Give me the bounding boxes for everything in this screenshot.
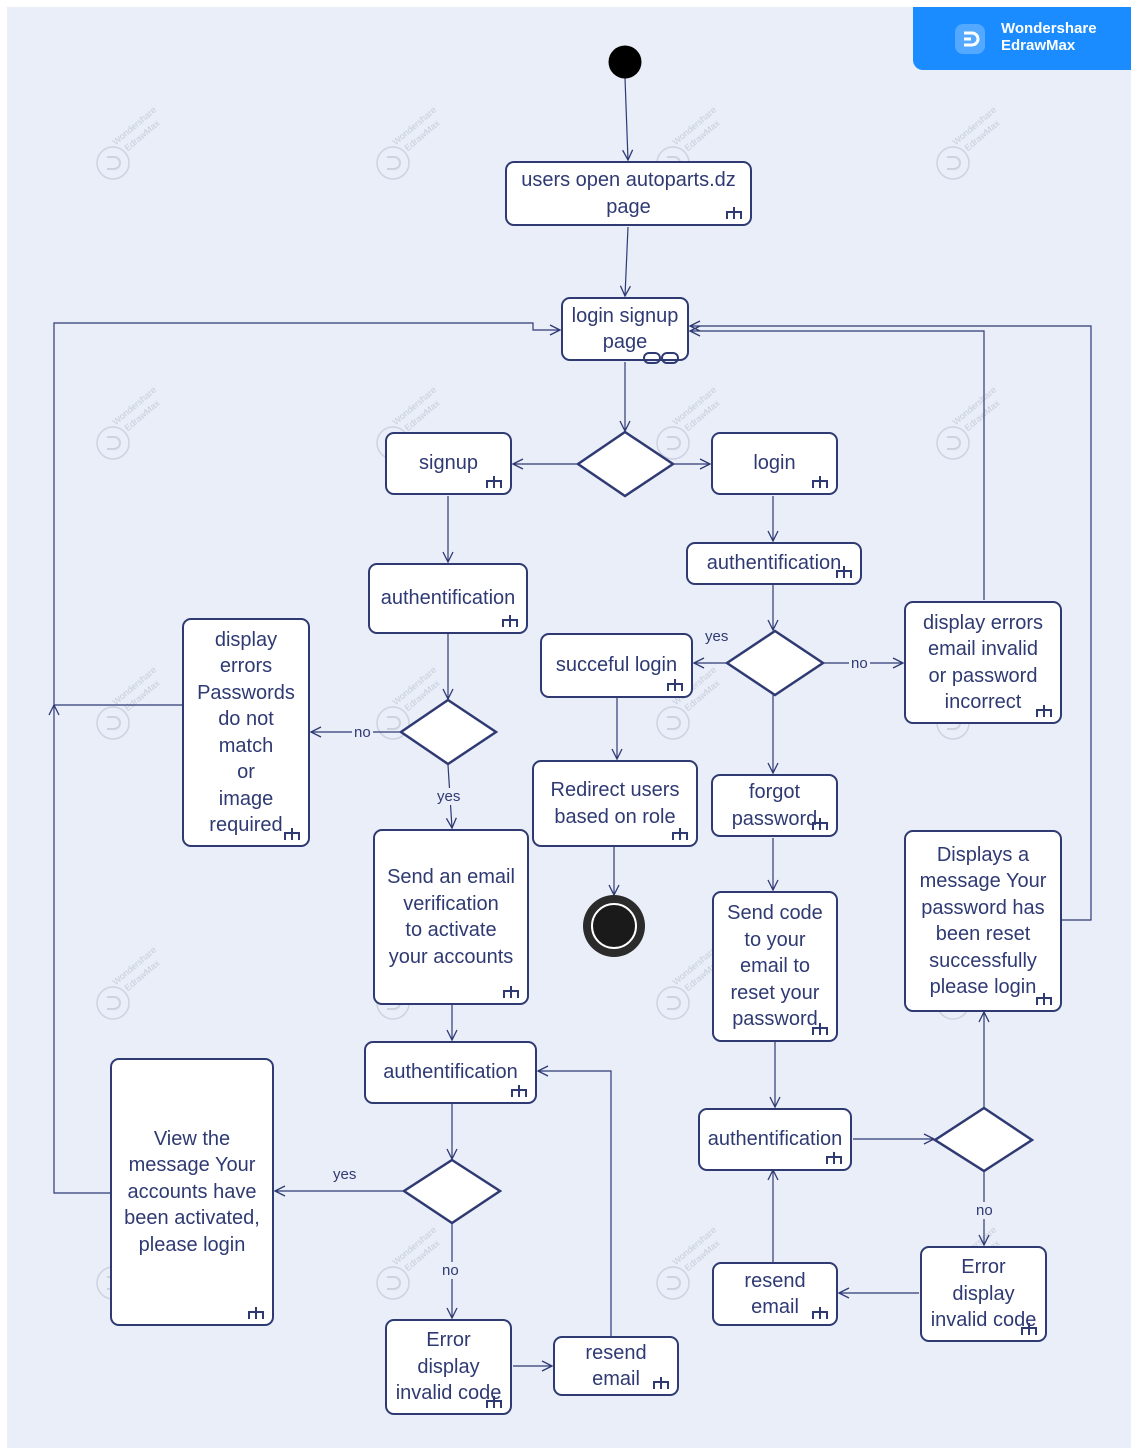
brand-name-line1: Wondershare bbox=[1001, 20, 1097, 37]
node-auth-verification[interactable]: authentification bbox=[364, 1041, 537, 1104]
subactivity-rake-icon bbox=[724, 206, 744, 220]
edge-errors-loop bbox=[53, 322, 560, 706]
node-resend-email-left[interactable]: resend email bbox=[553, 1336, 679, 1396]
node-label: signup bbox=[419, 452, 478, 475]
node-resend-email-right[interactable]: resend email bbox=[712, 1262, 838, 1326]
subactivity-rake-icon bbox=[501, 985, 521, 999]
edge-open-to-login-signup bbox=[625, 226, 628, 296]
node-succeful-login[interactable]: succeful login bbox=[540, 633, 693, 698]
node-label: authentification bbox=[380, 587, 516, 610]
node-label: Error display invalid code bbox=[395, 1329, 502, 1405]
edge-label-signup-yes: yes bbox=[435, 788, 463, 805]
subactivity-rake-icon bbox=[500, 614, 520, 628]
subactivity-rake-icon bbox=[651, 1376, 671, 1390]
edge-label-login-no: no bbox=[849, 655, 870, 672]
node-label: authentification bbox=[706, 552, 842, 575]
node-label: Displays a message Your password has bee… bbox=[919, 843, 1047, 999]
brand-name-line2: EdrawMax bbox=[1001, 37, 1076, 54]
subactivity-rake-icon bbox=[484, 1395, 504, 1409]
node-label: Error display invalid code bbox=[930, 1256, 1037, 1332]
node-error-invalid-code-left[interactable]: Error display invalid code bbox=[385, 1319, 512, 1415]
node-label: authentification bbox=[707, 1128, 843, 1151]
brand-badge: Wondershare EdrawMax bbox=[913, 7, 1131, 70]
node-label: forgot password bbox=[731, 781, 818, 830]
node-label: resend email bbox=[744, 1269, 806, 1319]
edge-label-reset-no: no bbox=[974, 1202, 995, 1219]
start-node bbox=[608, 45, 642, 79]
node-login-signup[interactable]: login signup page bbox=[561, 297, 689, 364]
node-label: users open autoparts.dz page bbox=[521, 169, 736, 218]
subactivity-rake-icon bbox=[1034, 992, 1054, 1006]
node-redirect-users[interactable]: Redirect users based on role bbox=[532, 760, 698, 847]
node-errors-passwords[interactable]: display errors Passwords do not match or… bbox=[182, 618, 310, 847]
subactivity-rake-icon bbox=[810, 1306, 830, 1320]
subactivity-rake-icon bbox=[1019, 1322, 1039, 1336]
node-open-page[interactable]: users open autoparts.dz page bbox=[505, 161, 752, 226]
subactivity-rake-icon bbox=[834, 565, 854, 579]
subactivity-rake-icon bbox=[1034, 704, 1054, 718]
subactivity-rake-icon bbox=[670, 827, 690, 841]
node-error-invalid-code-right[interactable]: Error display invalid code bbox=[920, 1246, 1047, 1342]
edge-label-activation-no: no bbox=[440, 1262, 461, 1279]
end-node-inner bbox=[591, 903, 637, 949]
node-login[interactable]: login bbox=[711, 432, 838, 495]
edrawmax-logo-icon bbox=[955, 24, 985, 54]
decision-login bbox=[724, 629, 826, 697]
subactivity-rake-icon bbox=[810, 1022, 830, 1036]
subactivity-rake-icon bbox=[824, 1151, 844, 1165]
decision-activation bbox=[401, 1158, 503, 1225]
edge-email-errors-loop bbox=[690, 331, 985, 600]
node-password-reset-msg[interactable]: Displays a message Your password has bee… bbox=[904, 830, 1062, 1012]
edge-label-signup-no: no bbox=[352, 724, 373, 741]
node-label: Send an email verification to activate y… bbox=[387, 866, 515, 968]
node-label: login signup page bbox=[571, 304, 679, 354]
node-forgot-password[interactable]: forgot password bbox=[711, 774, 838, 837]
node-auth-signup[interactable]: authentification bbox=[368, 563, 528, 634]
node-activated-msg[interactable]: View the message Your accounts have been… bbox=[110, 1058, 274, 1326]
subactivity-rake-icon bbox=[484, 475, 504, 489]
decision-main bbox=[575, 430, 676, 498]
subactivity-rake-icon bbox=[282, 827, 302, 841]
node-label: resend email bbox=[585, 1341, 647, 1391]
node-label: authentification bbox=[383, 1061, 518, 1084]
node-send-email-verification[interactable]: Send an email verification to activate y… bbox=[373, 829, 529, 1005]
subactivity-rake-icon bbox=[509, 1084, 529, 1098]
node-signup[interactable]: signup bbox=[385, 432, 512, 495]
decision-reset bbox=[932, 1106, 1035, 1173]
edge-resend-left-to-auth bbox=[538, 1071, 612, 1336]
edge-label-login-yes: yes bbox=[703, 628, 731, 645]
edge-success-loop bbox=[690, 326, 1092, 921]
node-send-code[interactable]: Send code to your email to reset your pa… bbox=[712, 891, 838, 1042]
subactivity-rake-icon bbox=[810, 817, 830, 831]
edge-start-to-open-page bbox=[625, 77, 628, 160]
node-label: Redirect users based on role bbox=[550, 779, 680, 828]
node-label: display errors Passwords do not match or… bbox=[197, 628, 295, 837]
subactivity-rake-icon bbox=[246, 1306, 266, 1320]
node-auth-reset[interactable]: authentification bbox=[698, 1108, 852, 1171]
node-auth-login[interactable]: authentification bbox=[686, 542, 862, 585]
subactivity-rake-icon bbox=[810, 475, 830, 489]
node-label: login bbox=[753, 452, 796, 475]
node-label: View the message Your accounts have been… bbox=[124, 1127, 260, 1256]
decision-signup bbox=[398, 698, 499, 766]
node-display-errors-email[interactable]: display errors email invalid or password… bbox=[904, 601, 1062, 724]
node-label: Send code to your email to reset your pa… bbox=[727, 902, 823, 1031]
node-label: display errors email invalid or password… bbox=[922, 611, 1044, 714]
link-icon bbox=[643, 345, 679, 364]
edge-activated-loop bbox=[54, 705, 110, 1194]
node-label: succeful login bbox=[555, 654, 678, 677]
edge-label-activation-yes: yes bbox=[331, 1166, 359, 1183]
subactivity-rake-icon bbox=[665, 678, 685, 692]
